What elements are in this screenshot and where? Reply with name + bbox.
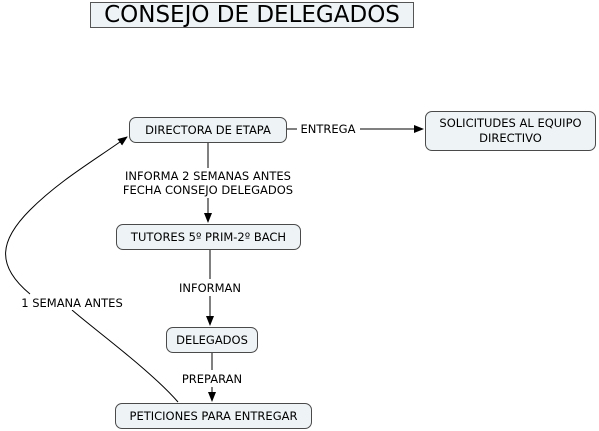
link-label-preparan: PREPARAN [174, 372, 250, 386]
link-label-informa-line1: INFORMA 2 SEMANAS ANTES [125, 169, 291, 183]
link-label-informan: INFORMAN [170, 281, 250, 295]
node-solicitudes-line1: SOLICITUDES AL EQUIPO [439, 116, 582, 130]
node-tutores-label: TUTORES 5º PRIM-2º BACH [130, 229, 287, 244]
node-solicitudes: SOLICITUDES AL EQUIPO DIRECTIVO [425, 111, 596, 151]
link-label-informa-line2: FECHA CONSEJO DELEGADOS [122, 183, 294, 197]
link-label-informa: INFORMA 2 SEMANAS ANTES FECHA CONSEJO DE… [108, 169, 308, 197]
node-directora-label: DIRECTORA DE ETAPA [145, 122, 271, 137]
link-peticiones-semana [71, 309, 179, 403]
node-peticiones: PETICIONES PARA ENTREGAR [115, 403, 312, 429]
link-label-semana: 1 SEMANA ANTES [14, 296, 130, 310]
diagram-title: CONSEJO DE DELEGADOS [90, 2, 414, 28]
node-tutores: TUTORES 5º PRIM-2º BACH [116, 224, 301, 250]
node-peticiones-label: PETICIONES PARA ENTREGAR [129, 408, 298, 423]
node-delegados: DELEGADOS [166, 327, 258, 353]
node-solicitudes-line2: DIRECTIVO [479, 131, 542, 145]
link-label-entrega: ENTREGA [298, 122, 358, 136]
link-semana-directora [5, 136, 128, 295]
node-directora-de-etapa: DIRECTORA DE ETAPA [129, 117, 287, 143]
node-delegados-label: DELEGADOS [176, 332, 248, 347]
